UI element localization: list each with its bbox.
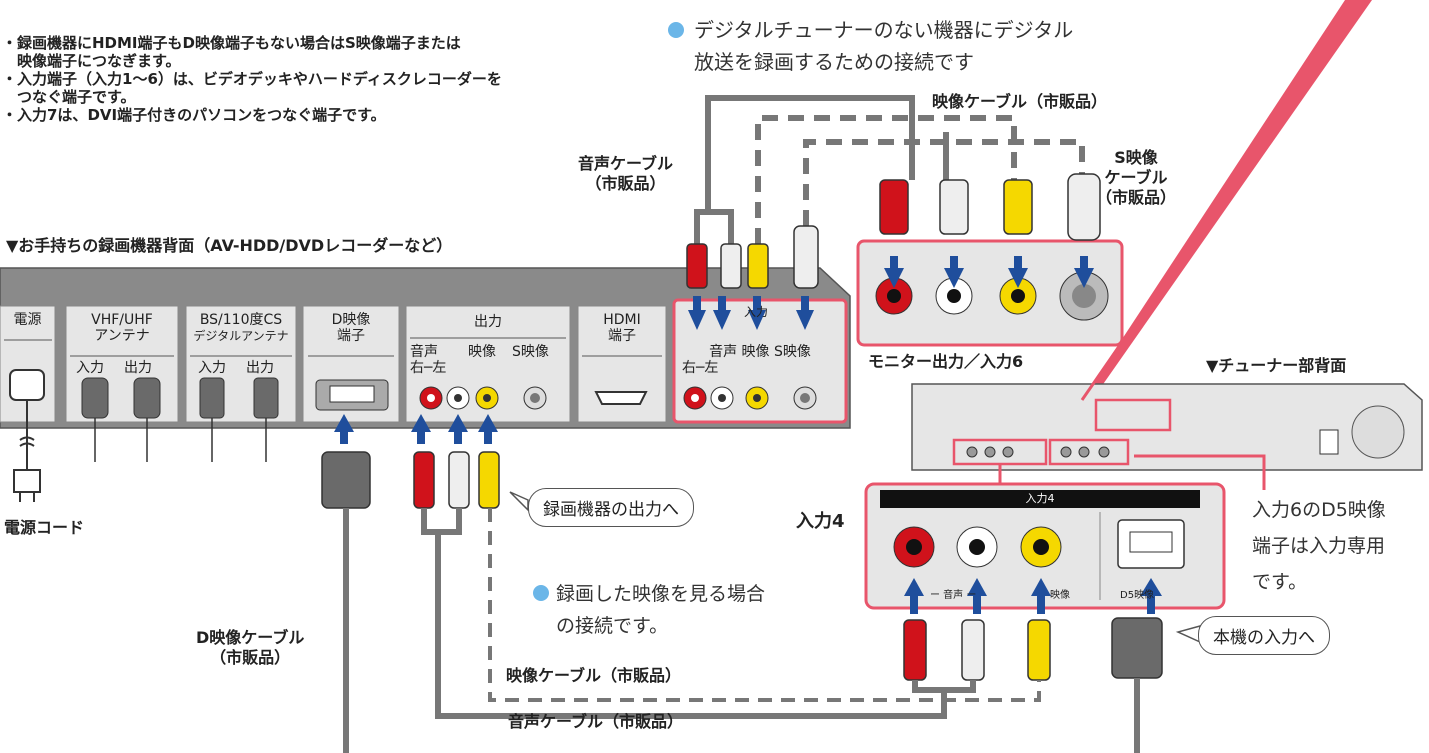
label-out-bs: 出力 xyxy=(246,360,274,376)
up-arrows-recorder xyxy=(334,414,498,444)
label-audio: 音声 xyxy=(410,344,438,360)
playback-dot xyxy=(533,585,549,601)
top-plugs xyxy=(686,225,819,289)
label-bs-cs: BS/110度CS xyxy=(199,312,283,328)
label-hdmi-terminal: 端子 xyxy=(608,328,636,344)
label-video: 映像 xyxy=(468,344,496,360)
label-power: 電源 xyxy=(13,312,42,328)
tuner-title: ▼チューナー部背面 xyxy=(1206,356,1347,375)
audio-cable-bottom-label: 音声ケーブル（市販品） xyxy=(508,712,684,731)
label-hdmi: HDMI xyxy=(603,312,641,328)
recorder-title: ▼お手持ちの録画機器背面（AV-HDD/DVDレコーダーなど） xyxy=(6,236,453,255)
s-video-cable-line1: S映像 xyxy=(1114,148,1158,167)
bottom-video-cable xyxy=(488,508,1041,702)
playback-line1: 録画した映像を見る場合 xyxy=(556,583,766,605)
top-audio-cable xyxy=(694,95,915,244)
top-video-cable xyxy=(755,115,1085,244)
video-cable-bottom-label: 映像ケーブル（市販品） xyxy=(506,666,682,685)
d-cable-line2: （市販品） xyxy=(210,648,291,667)
label-s-video: S映像 xyxy=(512,344,549,360)
input4-d5-label: D5映像 xyxy=(1120,590,1155,601)
audio-cable-top-line1: 音声ケーブル xyxy=(578,154,674,173)
label-output: 出力 xyxy=(474,314,502,330)
up-arrows-input4 xyxy=(904,578,1162,614)
notes-list: ・録画機器にHDMI端子もD映像端子もない場合はS映像端子または 映像端子につな… xyxy=(2,34,642,124)
label-video2: 映像 xyxy=(741,344,770,360)
down-arrows-recorder xyxy=(688,296,814,330)
note-item: ・入力7は、DVI端子付きのパソコンをつなぐ端子です。 xyxy=(2,106,386,124)
tuner-back-panel xyxy=(911,383,1423,471)
down-arrows-monitor xyxy=(884,256,1094,288)
s-video-cable-line2: ケーブル xyxy=(1104,168,1168,187)
label-vhf-uhf: VHF/UHF xyxy=(91,312,153,328)
s-video-cable-label: S映像 ケーブル （市販品） xyxy=(1096,148,1176,208)
callout-device-input: 本機の入力へ xyxy=(1198,616,1330,655)
power-plug-icon xyxy=(13,400,41,502)
label-audio2: 音声 xyxy=(709,344,738,360)
input6-note-line1: 入力6のD5映像 xyxy=(1252,499,1386,521)
playback-line2: の接続です。 xyxy=(556,615,669,637)
input4-panel xyxy=(864,482,1226,610)
label-digital-antenna: デジタルアンテナ xyxy=(193,329,289,343)
label-in-vhf: 入力 xyxy=(76,360,104,376)
d-cable-line1: D映像ケーブル xyxy=(196,628,305,647)
antenna-cables xyxy=(94,418,267,462)
audio-cable-top-label: 音声ケーブル （市販品） xyxy=(578,154,673,194)
input6-note-line3: です。 xyxy=(1252,571,1308,593)
note-item: 映像端子につなぎます。 xyxy=(2,52,181,70)
intro-line2: 放送を録画するための接続です xyxy=(694,50,974,74)
bottom-audio-cable xyxy=(421,508,976,719)
monitor-plugs xyxy=(879,173,1101,241)
note-item: ・入力端子（入力1～6）は、ビデオデッキやハードディスクレコーダーを xyxy=(2,70,502,88)
input6-note-line2: 端子は入力専用 xyxy=(1252,535,1386,557)
bottom-plugs-recorder xyxy=(321,451,500,509)
intro-text: デジタルチューナーのない機器にデジタル 放送を録画するための接続です xyxy=(668,14,1188,78)
bottom-plugs-input4 xyxy=(903,617,1163,681)
monitor-label: モニター出力／入力6 xyxy=(868,352,1024,371)
label-input-partial: 入力 xyxy=(744,305,769,319)
label-rl: 右─左 xyxy=(410,360,447,376)
label-in-bs: 入力 xyxy=(198,360,226,376)
input4-label: 入力4 xyxy=(796,511,845,532)
input6-note: 入力6のD5映像 端子は入力専用 です。 xyxy=(1252,492,1386,600)
intro-line1: デジタルチューナーのない機器にデジタル xyxy=(694,18,1074,42)
input4-video-label: 映像 xyxy=(1050,590,1070,601)
bullet-dot-icon xyxy=(668,22,684,38)
audio-cable-top-line2: （市販品） xyxy=(585,174,666,193)
input4-header: 入力4 xyxy=(1025,492,1055,505)
pointer-line xyxy=(1082,0,1372,400)
label-out-vhf: 出力 xyxy=(124,360,152,376)
note-item: ・録画機器にHDMI端子もD映像端子もない場合はS映像端子または xyxy=(2,34,461,52)
callout-recorder-output: 録画機器の出力へ xyxy=(528,488,694,527)
s-video-cable-line3: （市販品） xyxy=(1096,188,1177,207)
label-rl2: 右─左 xyxy=(682,360,719,376)
video-cable-top-label: 映像ケーブル（市販品） xyxy=(932,92,1108,111)
playback-text: 録画した映像を見る場合 の接続です。 xyxy=(556,578,765,642)
note-item: つなぐ端子です。 xyxy=(2,88,136,106)
power-cord-label: 電源コード xyxy=(4,518,85,537)
d-cable xyxy=(343,508,1140,753)
label-antenna: アンテナ xyxy=(94,328,150,344)
callout-tail-2 xyxy=(1175,625,1201,644)
label-d-video: D映像 xyxy=(331,312,371,328)
label-input-audio-row: 音声 映像 S映像 xyxy=(674,344,846,360)
input4-audio-label: ー 音声 ー xyxy=(930,590,977,601)
label-s-video2: S映像 xyxy=(774,344,811,360)
callout-tail xyxy=(509,491,529,512)
label-d-terminal: 端子 xyxy=(337,328,365,344)
d-cable-label: D映像ケーブル （市販品） xyxy=(196,628,304,668)
